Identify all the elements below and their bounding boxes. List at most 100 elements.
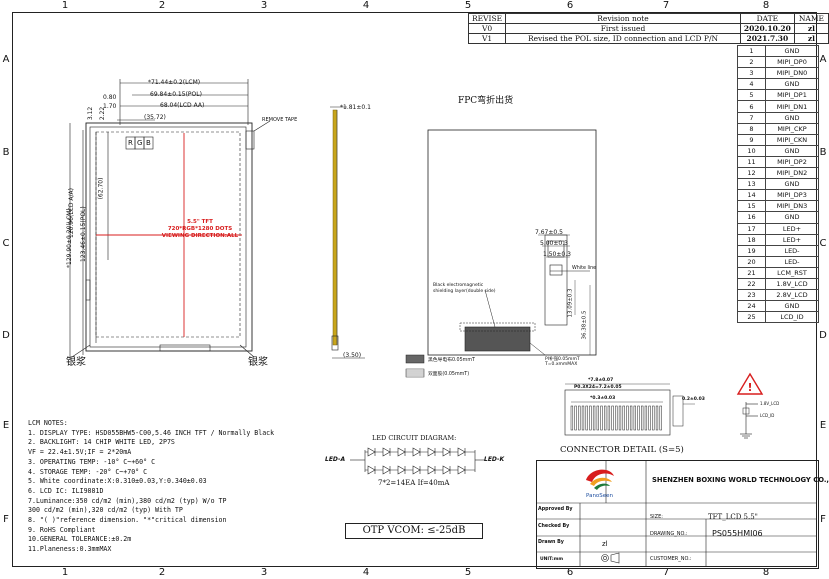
led-diode-icon [427,465,436,475]
pin-signal: 1.8V_LCD [765,277,819,291]
pin-number: 18 [737,233,766,246]
stiffener-thickness-label: T=0.xmmMAX [545,362,578,367]
led-diode-icon [412,465,421,475]
pin-signal: GND [765,111,819,124]
otp-vcom-text: OTP VCOM: ≤-25dB [362,525,466,536]
id-circuit-lcd-id: LCD_ID [760,413,775,418]
pin-signal: LED+ [765,222,819,235]
front-view-drawing [69,79,271,360]
pin-number: 11 [737,155,766,169]
col-5: 5 [464,0,472,11]
rev-header-revise: REVISE [467,13,507,24]
pin-number: 12 [737,167,766,180]
note-line: 10.GENERAL TOLERANCE:±0.2m [28,535,132,544]
dim-pol-height: 123.46±0.15(POL) [80,206,87,262]
dim-3-12: 3.12 [87,106,95,121]
rev-header-name: NAME [793,13,829,24]
led-diode-icon [457,447,466,457]
col-3: 3 [260,0,268,11]
rev-header-note: Revision note [505,13,741,24]
fpc-dim-1-50: 1.50±0.3 [543,251,571,258]
col-8: 8 [762,0,770,11]
pin-number: 5 [737,89,766,102]
warning-icon [736,372,764,395]
pin-number: 13 [737,178,766,191]
pin-number: 19 [737,244,766,257]
led-formula: 7*2=14EA If=40mA [378,479,450,487]
pin-signal: LED- [765,255,819,268]
dim-pol-width: 69.84±0.15(POL) [150,91,202,98]
silver-paste-right: 银浆 [248,357,268,368]
remove-tape-label: REMOVE TAPE [262,117,298,123]
connector-pin [618,405,622,431]
row-b-right: B [819,147,827,158]
fpc-view-title: FPC弯折出货 [458,96,514,106]
pin-number: 1 [737,44,766,58]
title-block-lines [536,460,817,567]
pin-signal: MIPI_DP2 [765,155,819,169]
led-diode-icon [382,465,391,475]
pin-signal: MIPI_CKP [765,122,819,135]
led-diode-icon [382,447,391,457]
drawn-by-label: Drawn By [538,540,564,545]
connector-pin [574,405,577,431]
col-1-bottom: 1 [61,567,69,578]
pin-signal: LCM_RST [765,266,819,279]
fpc-dim-36-38: 36.38±0.5 [581,310,588,340]
connector-pin [629,405,633,431]
note-line: 8. "( )"reference dimension. "*"critical… [28,516,227,524]
silver-paste-left: 银浆 [66,357,86,368]
dim-lcm-height: *129.90±0.20(LCM) [66,208,73,268]
rgb-r: R [128,139,133,147]
pin-number: 7 [737,111,766,124]
connector-pin [578,405,581,431]
rev-v0-date: 2020.10.20 [739,23,795,34]
pin-signal: 2.8V_LCD [765,289,819,302]
pin-signal: LCD_ID [765,311,819,324]
note-line: VF = 22.4±1.5V;IF = 2*20mA [28,448,132,457]
col-1: 1 [61,0,69,11]
pin-signal: MIPI_CKN [765,133,819,146]
rev-header-date: DATE [739,13,795,24]
dim-lcm-width: *71.44±0.2(LCM) [148,79,201,86]
projection-symbol-icon [601,552,620,564]
led-diode-icon [457,465,466,475]
led-diode-icon [442,465,451,475]
customer-no-label: CUSTOMER_NO.: [650,556,692,562]
connector-pin [600,405,603,431]
pin-number: 4 [737,78,766,91]
warning-and-id-circuit: ! [736,372,764,439]
row-d: D [2,330,10,341]
row-e-right: E [819,420,827,431]
fpc-view-drawing [405,129,597,378]
col-5-bottom: 5 [464,567,472,578]
pin-number: 2 [737,56,766,69]
pin-signal: MIPI_DP1 [765,89,819,102]
connector-pin [592,405,596,431]
connector-pin [641,405,644,431]
dim-aa-width: 68.04(LCD AA) [160,102,205,109]
conn-dim-pitch: P0.3X24=7.2±0.05 [574,385,622,390]
note-line: 3. OPERATING TEMP: -10° C~+60° C [28,457,156,466]
led-diode-icon [412,447,421,457]
connector-pin [637,405,640,431]
col-2: 2 [158,0,166,11]
connector-pin [596,405,599,431]
led-circuit-title: LED CIRCUIT DIAGRAM: [372,434,457,442]
led-diode-icon [442,447,451,457]
dim-35-72: (35.72) [144,114,166,121]
pin-number: 15 [737,200,766,213]
pin-signal: MIPI_DP3 [765,189,819,202]
pin-number: 6 [737,100,766,113]
id-circuit-1v8: 1.8V_LCD [760,401,780,406]
